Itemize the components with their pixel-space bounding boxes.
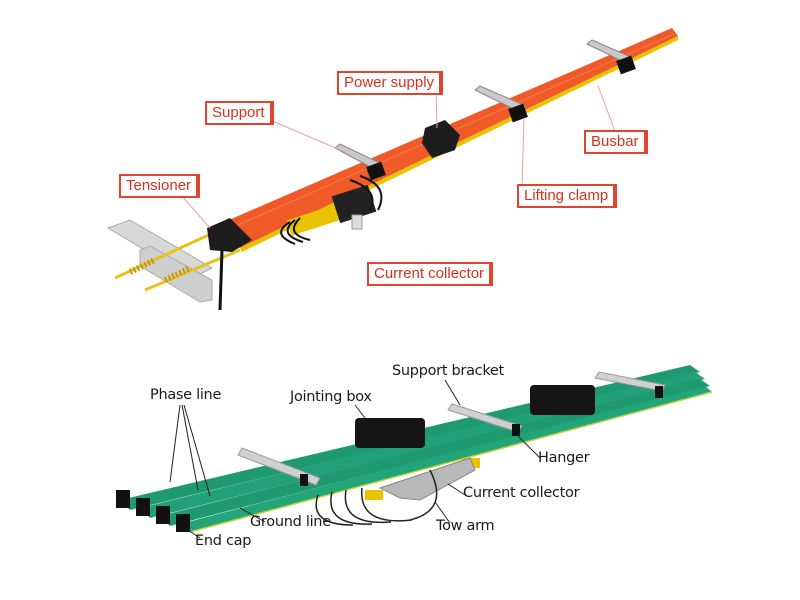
label-ground-line: Ground line	[250, 514, 331, 530]
label-lifting-clamp: Lifting clamp	[517, 184, 618, 208]
label-end-cap: End cap	[195, 533, 252, 549]
label-current-collector-top: Current collector	[367, 262, 494, 286]
hangers	[300, 386, 663, 486]
label-support-bracket: Support bracket	[392, 363, 504, 379]
label-jointing-box: Jointing box	[290, 389, 372, 405]
bottom-busbar-assembly	[116, 365, 713, 539]
tension-rods	[114, 230, 241, 292]
label-busbar: Busbar	[584, 130, 648, 154]
steel-beam	[106, 219, 214, 303]
label-support: Support	[205, 101, 274, 125]
supports	[334, 39, 636, 181]
label-current-collector-bottom: Current collector	[463, 485, 580, 501]
current-collector	[280, 175, 383, 245]
top-busbar-assembly	[106, 28, 678, 311]
label-power-supply: Power supply	[337, 71, 444, 95]
bottom-leader-lines	[169, 379, 541, 539]
label-tow-arm: Tow arm	[436, 518, 495, 534]
label-hanger: Hanger	[538, 450, 590, 466]
jointing-boxes	[355, 385, 595, 448]
label-phase-line: Phase line	[150, 387, 222, 403]
support-brackets	[237, 371, 666, 486]
tensioner-box	[207, 218, 252, 252]
bottom-current-collector	[315, 457, 480, 526]
power-supply-box	[422, 120, 460, 158]
label-tensioner: Tensioner	[119, 174, 201, 198]
end-caps	[116, 490, 190, 532]
